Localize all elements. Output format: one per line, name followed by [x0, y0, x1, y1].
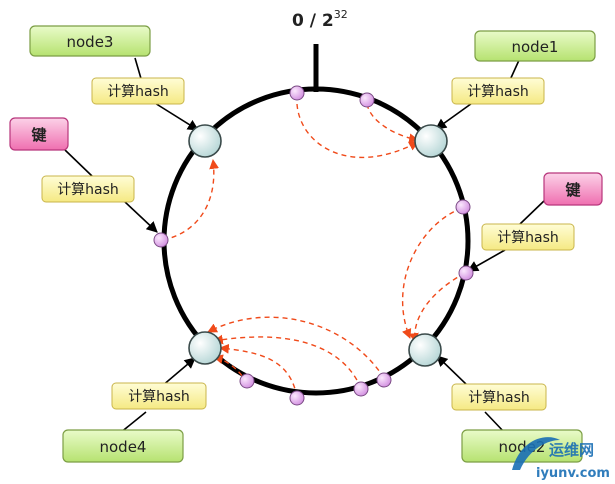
watermark-sub-text: iyunv.com: [536, 466, 610, 481]
data-point: [376, 372, 392, 388]
arrow-point-to-node1: [296, 103, 419, 159]
node1-connector: [509, 57, 521, 81]
connector-lines: [64, 57, 546, 434]
key-right-box: [543, 172, 603, 206]
arrow-point-to-node4: [213, 334, 362, 389]
node2-hash-box: [451, 383, 547, 411]
arrow-point-to-node4: [219, 343, 298, 398]
data-point: [289, 390, 305, 406]
key-right-hash-connector: [467, 249, 506, 272]
node3-hash-connector: [149, 99, 199, 131]
key-left-connector: [64, 149, 93, 177]
node3-hash-label: 计算hash: [107, 84, 169, 100]
data-point: [289, 85, 305, 101]
data-point: [353, 381, 369, 397]
node2-hash-connector: [436, 355, 468, 386]
node4-box: [62, 429, 184, 463]
node4-hash-label: 计算hash: [128, 389, 190, 405]
key-right-group: 键 计算hash: [481, 172, 603, 251]
arrow-point-to-node2: [409, 272, 466, 343]
node4-group: 计算hash node4: [62, 382, 207, 463]
data-points: [153, 85, 474, 406]
key-left-hash-connector: [124, 201, 158, 233]
server-node-node3: [188, 124, 222, 158]
arrow-key-point-to-node3: [162, 159, 219, 241]
watermark: 运维网 iyunv.com: [512, 437, 610, 481]
node3-group: node3 计算hash: [29, 25, 185, 105]
node4-hash-connector: [161, 357, 196, 387]
key-right-hash-box: [481, 223, 575, 251]
watermark-swoosh-icon: [512, 437, 560, 470]
key-left-box: [9, 117, 69, 151]
key-left-group: 键 计算hash: [9, 117, 135, 203]
node3-hash-box: [91, 77, 185, 105]
node1-hash-label: 计算hash: [467, 84, 529, 100]
key-left-hash-box: [41, 175, 135, 203]
mapping-arrows: [162, 103, 466, 398]
key-right-label: 键: [564, 181, 580, 199]
data-point: [455, 199, 471, 215]
node1-label: node1: [512, 38, 559, 56]
node1-box: [474, 30, 596, 62]
node1-hash-connector: [435, 100, 476, 130]
data-point: [239, 373, 255, 389]
data-point: [359, 92, 375, 108]
node4-hash-box: [111, 382, 207, 410]
server-nodes: [188, 124, 448, 367]
arrow-key-point-to-node2: [401, 207, 463, 339]
key-left-hash-label: 计算hash: [57, 182, 119, 198]
node1-hash-box: [451, 77, 545, 105]
key-right-hash-label: 计算hash: [497, 230, 559, 246]
node3-box: [29, 25, 151, 57]
node4-label: node4: [100, 438, 147, 456]
arrow-point-to-node4: [207, 316, 385, 379]
ring-origin-label: 0 / 232: [292, 8, 348, 31]
key-left-label: 键: [30, 126, 46, 144]
server-node-node2: [408, 333, 442, 367]
server-node-node1: [414, 124, 448, 158]
data-point: [458, 265, 474, 281]
node3-label: node3: [67, 33, 114, 51]
server-node-node4: [188, 331, 222, 365]
node2-hash-label: 计算hash: [468, 390, 530, 406]
watermark-main-text: 运维网: [549, 441, 594, 459]
data-point: [153, 232, 169, 248]
node1-group: node1 计算hash: [451, 30, 596, 105]
arrow-point-to-node1: [366, 103, 419, 144]
key-right-connector: [519, 199, 546, 225]
